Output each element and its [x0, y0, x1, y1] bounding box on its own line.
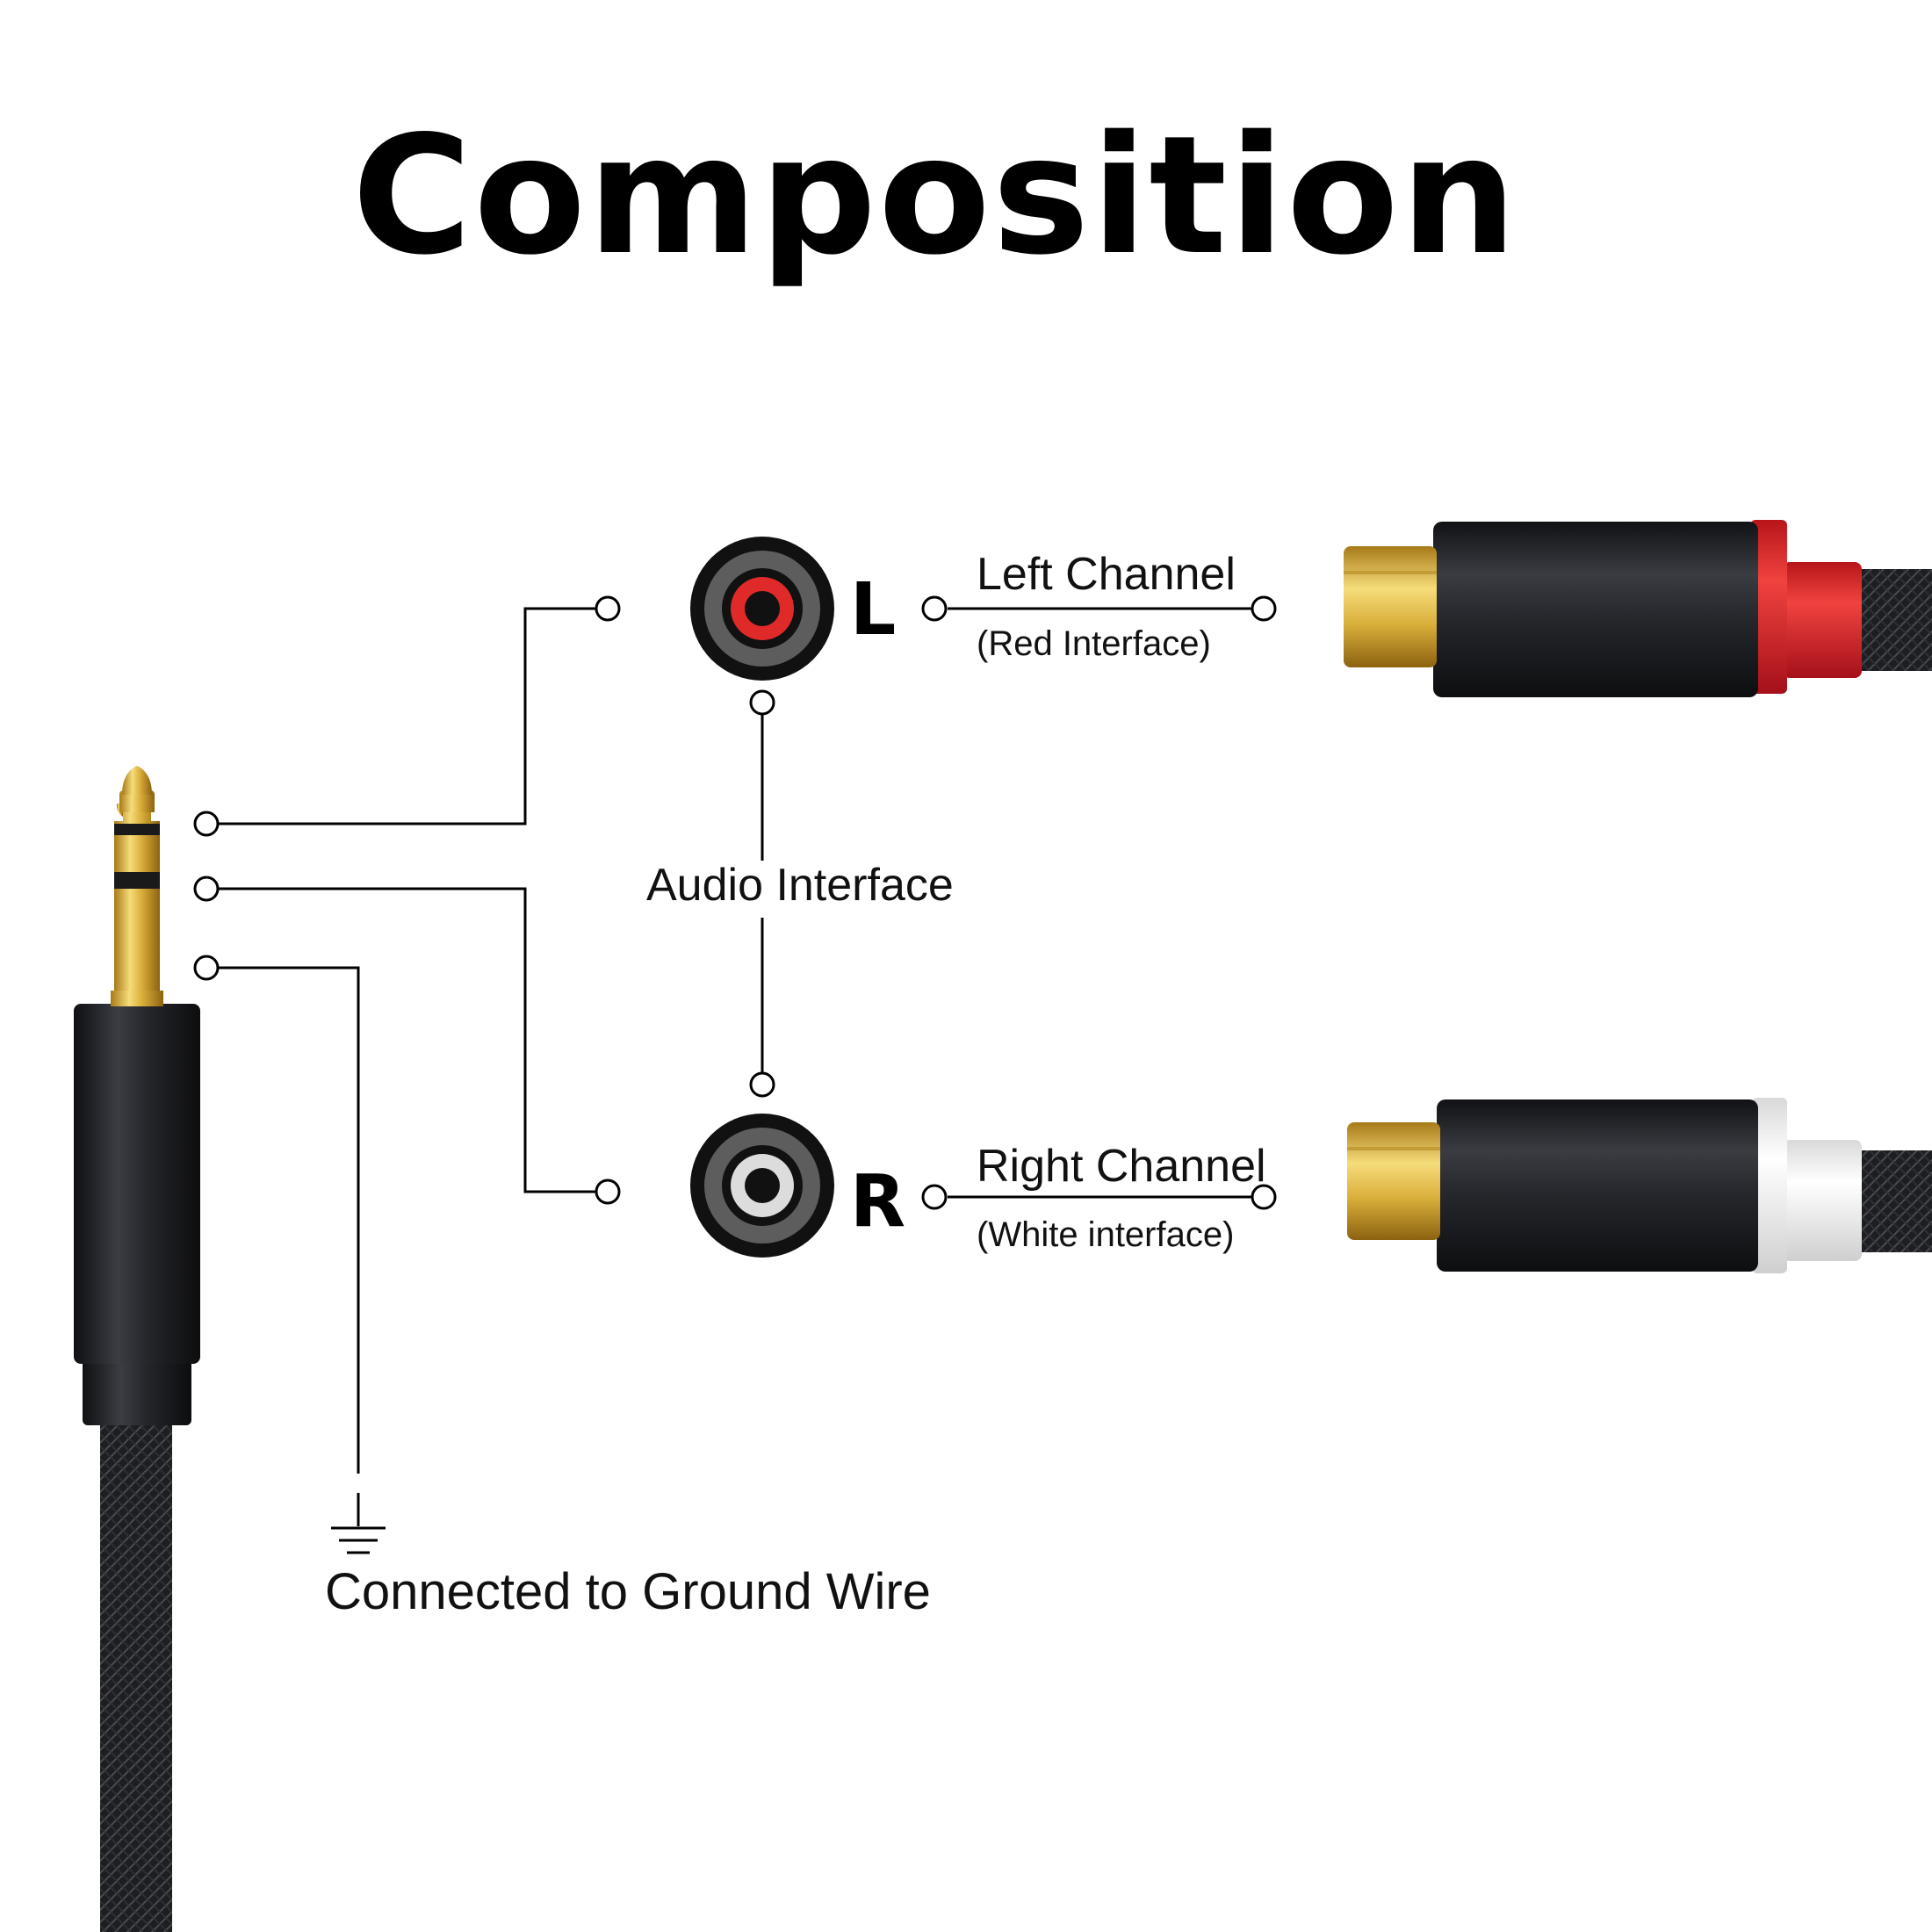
- rca-connector-red: [1344, 520, 1932, 697]
- stereo-jack-plug: [74, 766, 200, 1932]
- audio-interface-label: Audio Interface: [646, 860, 954, 911]
- red-collar: [1750, 520, 1787, 694]
- white-strain-relief: [1783, 1140, 1862, 1261]
- red-strain-relief: [1783, 562, 1862, 678]
- jack-housing: [74, 1004, 200, 1364]
- terminal-left-channel-start: [921, 595, 948, 622]
- red-housing: [1433, 522, 1758, 697]
- page-title: Composition: [351, 100, 1519, 291]
- right-letter: R: [850, 1160, 906, 1244]
- wiring: [216, 607, 1251, 1474]
- terminal-jack-sleeve: [193, 955, 220, 981]
- jack-ring-insulator: [114, 869, 160, 889]
- left-letter: L: [850, 568, 897, 652]
- jack-sleeve: [114, 887, 160, 1006]
- wire-sleeve-ground: [216, 966, 360, 1474]
- white-cable: [1860, 1150, 1932, 1252]
- wire-ring-right: [216, 887, 597, 1193]
- jack-tip: [119, 790, 155, 812]
- right-channel-label: Right Channel: [977, 1141, 1266, 1192]
- jack-strain-relief: [83, 1357, 191, 1425]
- left-channel-label: Left Channel: [977, 549, 1236, 600]
- terminal-right-channel-start: [921, 1184, 948, 1210]
- terminal-right-input: [595, 1179, 621, 1205]
- white-gold-socket: [1347, 1122, 1440, 1240]
- jack-tip-insulator: [114, 824, 160, 835]
- white-housing: [1437, 1099, 1758, 1272]
- ground-symbol-icon: [331, 1493, 386, 1554]
- terminal-left-ground: [749, 689, 775, 716]
- jack-cable: [100, 1418, 172, 1932]
- terminal-left-input: [595, 595, 621, 622]
- left-interface-label: (Red Interface): [977, 624, 1211, 663]
- terminal-left-channel-end: [1251, 595, 1277, 622]
- ground-label: Connected to Ground Wire: [325, 1563, 931, 1620]
- red-cable: [1860, 569, 1932, 671]
- terminal-jack-tip: [193, 811, 220, 837]
- terminal-right-channel-end: [1251, 1184, 1277, 1210]
- rca-socket-right-icon: [690, 1114, 834, 1258]
- wire-tip-left: [216, 607, 597, 825]
- white-collar: [1752, 1098, 1787, 1273]
- right-interface-label: (White interface): [977, 1215, 1235, 1254]
- rca-connector-white: [1347, 1098, 1932, 1273]
- jack-ring: [114, 852, 160, 866]
- rca-socket-left-icon: [690, 537, 834, 681]
- terminals: [193, 595, 1277, 1210]
- terminal-right-ground: [749, 1071, 775, 1098]
- red-gold-socket: [1344, 546, 1437, 667]
- terminal-jack-ring: [193, 876, 220, 902]
